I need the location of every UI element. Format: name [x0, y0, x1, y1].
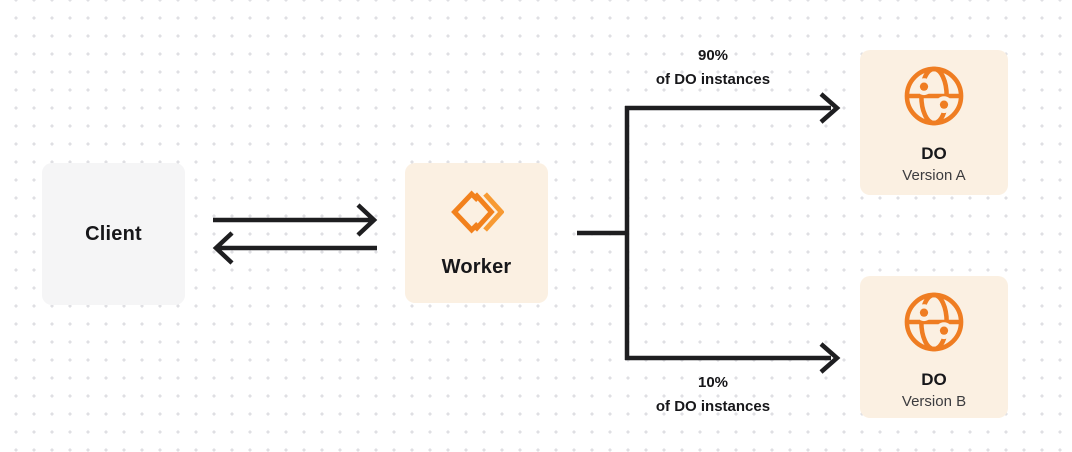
do-a-title: DO [921, 144, 947, 163]
edge-worker-to-client-arrow [212, 231, 377, 265]
durable-object-globe-icon [904, 292, 964, 352]
node-worker: Worker [405, 163, 548, 303]
do-a-subtitle: Version A [902, 167, 966, 184]
client-label: Client [85, 222, 142, 245]
edge-label-90-percent: 90% of DO instances [613, 44, 813, 92]
edge-split-to-do-b-arrow [625, 342, 841, 374]
durable-object-globe-icon [904, 66, 964, 126]
edge-label-10-percent-caption: of DO instances [655, 398, 771, 415]
do-b-title: DO [921, 370, 947, 389]
node-do-version-a: DO Version A [860, 50, 1008, 195]
node-client: Client [42, 163, 185, 305]
edge-split-to-do-a-arrow [625, 92, 841, 124]
do-b-subtitle: Version B [901, 393, 967, 410]
edge-label-10-percent: 10% of DO instances [613, 371, 813, 419]
cloudflare-workers-icon [450, 189, 504, 234]
worker-label: Worker [441, 255, 512, 278]
edge-label-90-percent-caption: of DO instances [655, 71, 771, 88]
node-do-version-b: DO Version B [860, 276, 1008, 418]
edge-label-90-percent-value: 90% [697, 47, 729, 64]
edge-client-to-worker-arrow [213, 203, 378, 237]
edge-label-10-percent-value: 10% [697, 374, 729, 391]
